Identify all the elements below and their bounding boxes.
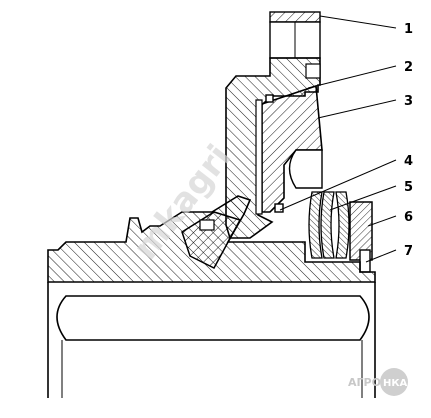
part-5-spring-pack xyxy=(308,191,350,259)
bore-cylinder xyxy=(47,282,376,398)
logo-circle xyxy=(380,368,408,396)
callout-5: 5 xyxy=(404,180,413,195)
part-2-gasket xyxy=(255,94,274,215)
callout-6: 6 xyxy=(404,210,413,225)
callout-3: 3 xyxy=(404,94,413,109)
part-4-o-ring xyxy=(274,203,284,213)
callout-4: 4 xyxy=(404,154,413,169)
agronka-logo: АГРО НКА xyxy=(348,368,408,396)
part-3-seal-ring xyxy=(261,84,323,213)
shaft-body xyxy=(47,195,376,283)
logo-text-right: НКА xyxy=(383,378,408,389)
callout-7: 7 xyxy=(404,244,413,259)
callout-1: 1 xyxy=(404,22,413,37)
leader-lines xyxy=(279,15,397,263)
part-1-bolt xyxy=(269,11,321,59)
logo-text-left: АГРО xyxy=(348,376,381,389)
callout-2: 2 xyxy=(404,60,413,75)
callout-labels: 1 2 3 4 5 6 7 xyxy=(404,22,413,259)
